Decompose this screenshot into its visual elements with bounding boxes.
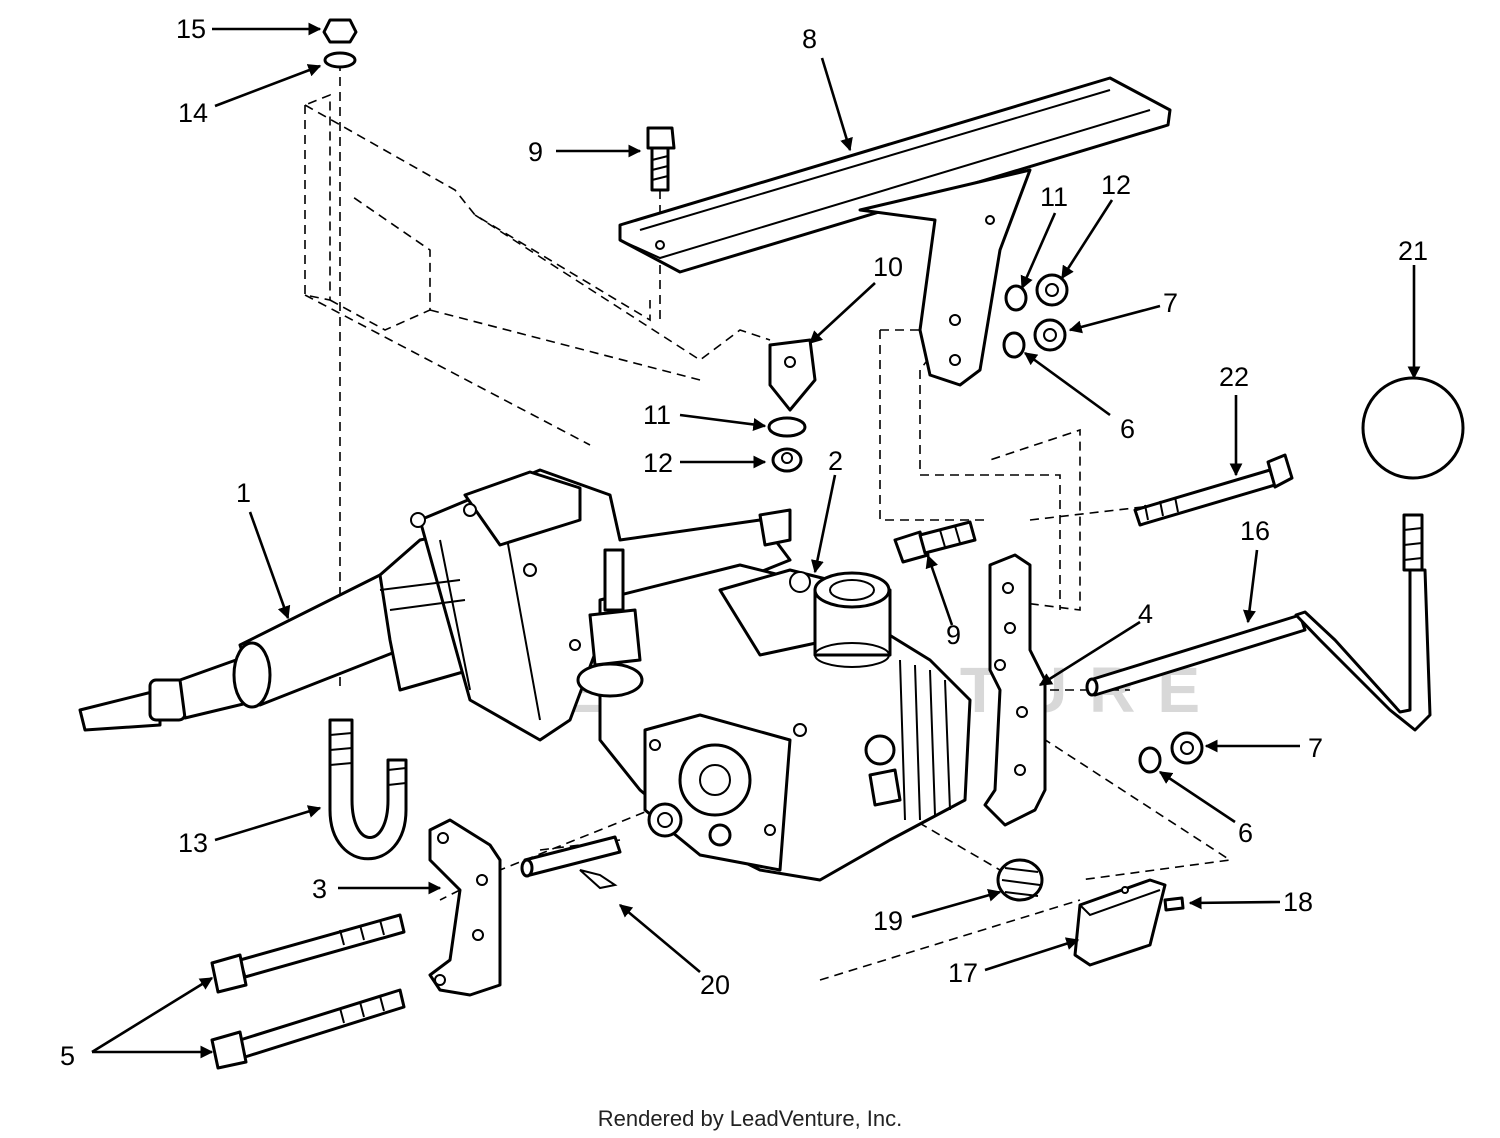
hardware-upper-right [1002,273,1069,359]
callout-8: 8 [802,24,817,54]
part-5-bolts [210,913,406,1070]
part-18-pin [1163,896,1185,912]
callout-18: 18 [1283,887,1313,917]
part-3-bracket [428,818,502,997]
callout-15: 15 [176,14,206,44]
callout-20: 20 [700,970,730,1000]
callout-4: 4 [1138,599,1153,629]
part-14-15-nut-washer [322,18,358,69]
callout-6: 6 [1120,414,1135,444]
callout-21: 21 [1398,236,1428,266]
part-19-spring [996,858,1044,902]
part-9-bolt-upper [646,126,676,192]
exploded-parts-diagram: LEADVENTURE [60,14,1465,1071]
part-13-u-bolt [328,718,408,861]
callout-5: 5 [60,1041,75,1071]
part-21-knob [1361,376,1465,572]
callout-19: 19 [873,906,903,936]
part-9-bolt-lower [893,520,977,564]
part-2-hydro-pump [576,548,972,882]
callout-16: 16 [1240,516,1270,546]
part-8-channel-rail [618,76,1172,387]
part-17-plate [1073,878,1167,967]
callout-14: 14 [178,98,208,128]
callout-22: 22 [1219,362,1249,392]
callout-17: 17 [948,958,978,988]
part-10-clip [767,338,817,473]
callout-11: 11 [643,400,671,430]
callout-9: 9 [528,137,543,167]
callout-9: 9 [946,620,961,650]
callout-11: 11 [1040,182,1068,212]
callout-2: 2 [828,446,843,476]
rendered-by-footer: Rendered by LeadVenture, Inc. [597,1106,903,1131]
callout-12: 12 [643,448,673,478]
hardware-right-middle [1138,731,1204,774]
callout-1: 1 [236,478,251,508]
part-20-pin [520,835,622,890]
callout-13: 13 [178,828,208,858]
frame-bracket-phantom [304,93,771,446]
callout-10: 10 [873,252,903,282]
callout-7: 7 [1163,288,1178,318]
callout-3: 3 [312,874,327,904]
callout-6: 6 [1238,818,1253,848]
callout-labels: 15 14 9 8 10 11 12 11 12 7 6 21 22 16 2 … [60,14,1428,1071]
part-16-shift-rod [1085,568,1432,732]
part-22-long-bolt [1133,453,1294,527]
callout-12: 12 [1101,170,1131,200]
callout-7: 7 [1308,733,1323,763]
leader-lines [91,22,1421,1059]
part-4-bracket [983,553,1047,827]
